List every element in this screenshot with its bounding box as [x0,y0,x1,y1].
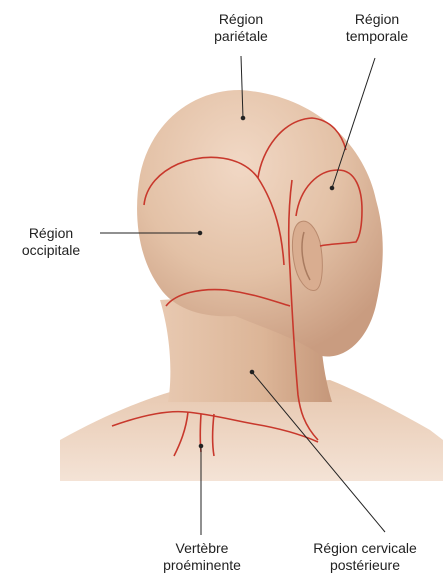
leader-occipital-dot [198,231,202,235]
label-temporal-region: Région temporale [332,11,422,45]
label-temporal-line1: Région [332,11,422,28]
label-parietal-region: Région pariétale [196,11,286,45]
label-occipital-line1: Région [6,225,96,242]
label-posterior-cervical-region: Région cervicale postérieure [295,540,435,574]
label-vertebra-prominens: Vertèbre proéminente [152,540,252,574]
leader-vertebra-dot [199,444,203,448]
leader-cervical-dot [250,370,254,374]
label-cervical-line2: postérieure [295,557,435,574]
label-vertebra-line1: Vertèbre [152,540,252,557]
label-occipital-region: Région occipitale [6,225,96,259]
label-occipital-line2: occipitale [6,242,96,259]
label-parietal-line2: pariétale [196,28,286,45]
label-parietal-line1: Région [196,11,286,28]
label-temporal-line2: temporale [332,28,422,45]
label-cervical-line1: Région cervicale [295,540,435,557]
leader-temporal-dot [330,186,334,190]
leader-parietal-dot [241,116,245,120]
label-vertebra-line2: proéminente [152,557,252,574]
